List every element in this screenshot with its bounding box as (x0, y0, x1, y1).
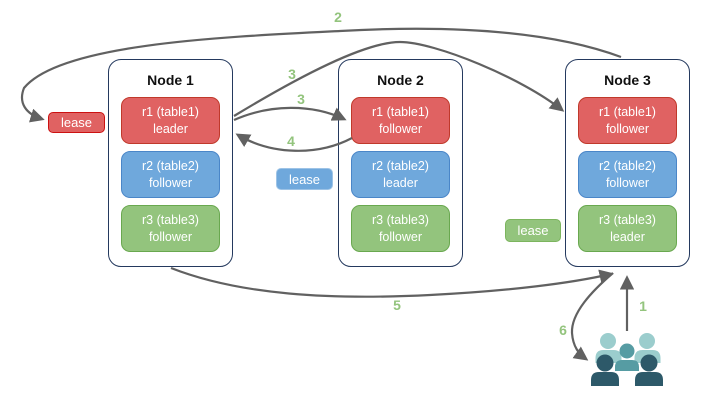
replica-name: r3 (table3) (142, 213, 199, 228)
node-1-replica-r1: r1 (table1) leader (121, 97, 220, 144)
node-3-box: Node 3 r1 (table1) follower r2 (table2) … (565, 59, 690, 267)
node-1-replica-r3: r3 (table3) follower (121, 205, 220, 252)
replica-name: r1 (table1) (599, 105, 656, 120)
replica-name: r3 (table3) (599, 213, 656, 228)
replica-role: leader (610, 229, 645, 244)
arrow-step-6 (570, 272, 614, 361)
lease-badge-blue: lease (276, 168, 333, 190)
lease-badge-green: lease (505, 219, 561, 242)
step-label-1: 1 (639, 298, 647, 314)
node-3-title: Node 3 (604, 72, 651, 88)
step-label-2: 2 (334, 9, 342, 25)
replica-name: r2 (table2) (599, 159, 656, 174)
replica-name: r2 (table2) (372, 159, 429, 174)
node-3-replica-r2: r2 (table2) follower (578, 151, 677, 198)
replica-name: r1 (table1) (142, 105, 199, 120)
node-3-replica-r3: r3 (table3) leader (578, 205, 677, 252)
replica-role: follower (148, 175, 193, 190)
users-group-icon (591, 333, 663, 386)
step-label-4: 4 (287, 133, 295, 149)
replica-role: follower (605, 175, 650, 190)
step-label-3-to-node3: 3 (288, 66, 296, 82)
node-2-replica-r1: r1 (table1) follower (351, 97, 450, 144)
arrow-step-3-to-node2 (233, 106, 347, 122)
node-3-replica-r1: r1 (table1) follower (578, 97, 677, 144)
replica-name: r3 (table3) (372, 213, 429, 228)
replica-role: follower (148, 229, 193, 244)
node-2-box: Node 2 r1 (table1) follower r2 (table2) … (338, 59, 463, 267)
replica-role: leader (153, 121, 188, 136)
node-2-title: Node 2 (377, 72, 424, 88)
replica-name: r1 (table1) (372, 105, 429, 120)
step-label-6: 6 (559, 322, 567, 338)
replica-role: follower (378, 121, 423, 136)
node-1-replica-r2: r2 (table2) follower (121, 151, 220, 198)
arrow-step-5 (170, 266, 614, 298)
replica-role: follower (605, 121, 650, 136)
lease-badge-red: lease (48, 112, 105, 133)
node-1-title: Node 1 (147, 72, 194, 88)
replica-role: leader (383, 175, 418, 190)
node-2-replica-r3: r3 (table3) follower (351, 205, 450, 252)
step-label-3-to-node2: 3 (297, 91, 305, 107)
node-1-box: Node 1 r1 (table1) leader r2 (table2) fo… (108, 59, 233, 267)
replica-name: r2 (table2) (142, 159, 199, 174)
replica-role: follower (378, 229, 423, 244)
node-2-replica-r2: r2 (table2) leader (351, 151, 450, 198)
step-label-5: 5 (393, 297, 401, 313)
